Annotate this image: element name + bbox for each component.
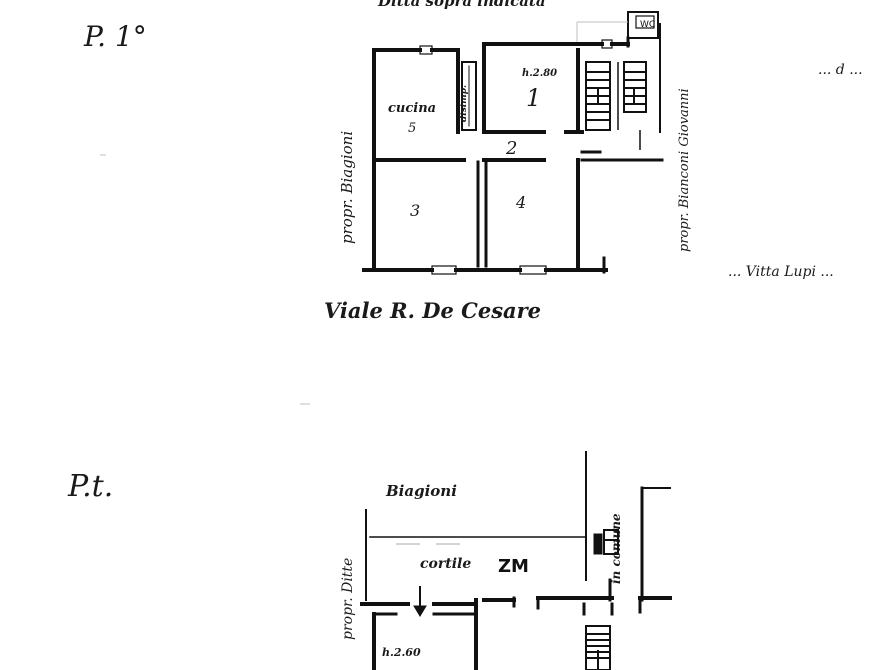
ground-floor-height-label: h.2.60: [382, 646, 421, 659]
ground-floor-left-owner: propr. Ditte: [340, 558, 356, 640]
room-height-label: h.2.80: [522, 68, 557, 79]
first-floor-windows: [419, 39, 613, 275]
ground-floor-top-owner: Biagioni: [385, 482, 457, 500]
room-1-label: 1: [526, 84, 541, 112]
ground-floor-staircase: [585, 625, 611, 670]
stamp-mark: [593, 529, 619, 555]
entrance-arrow: [413, 586, 427, 617]
room-2-label: 2: [505, 138, 517, 159]
courtyard-label: cortile: [420, 556, 471, 572]
first-floor-staircase: [585, 61, 647, 150]
room-disimpegno-label: disimp.: [459, 85, 469, 122]
room-cucina-label: cucina: [388, 101, 436, 116]
first-floor-right-owner: propr. Bianconi Giovanni: [677, 88, 692, 252]
room-3-label: 3: [410, 201, 420, 220]
street-label: Viale R. De Cesare: [324, 298, 541, 323]
faint-text-top-right: ... d ...: [818, 62, 863, 78]
ground-floor-walls: [360, 451, 672, 670]
room-cucina-number: 5: [408, 121, 416, 136]
first-floor-left-owner: propr. Biagioni: [338, 131, 356, 244]
ground-floor-plan: P.t. Biagioni propr. Ditte: [67, 451, 672, 670]
room-4-label: 4: [515, 193, 526, 212]
first-floor-interior-walls: [372, 48, 584, 268]
wc-box: WC: [626, 11, 659, 48]
wc-label: WC: [640, 20, 655, 30]
first-floor-plan: P. 1° Ditta sopra indicata WC: [83, 0, 863, 405]
first-floor-top-label: Ditta sopra indicata: [377, 0, 546, 10]
shared-area-label: in comune: [609, 513, 623, 584]
first-floor-heading: P. 1°: [83, 20, 147, 53]
faint-text-mid-right: ... Vitta Lupi ...: [728, 264, 834, 280]
courtyard-code: ZM: [498, 556, 529, 577]
ground-floor-heading: P.t.: [67, 469, 113, 504]
